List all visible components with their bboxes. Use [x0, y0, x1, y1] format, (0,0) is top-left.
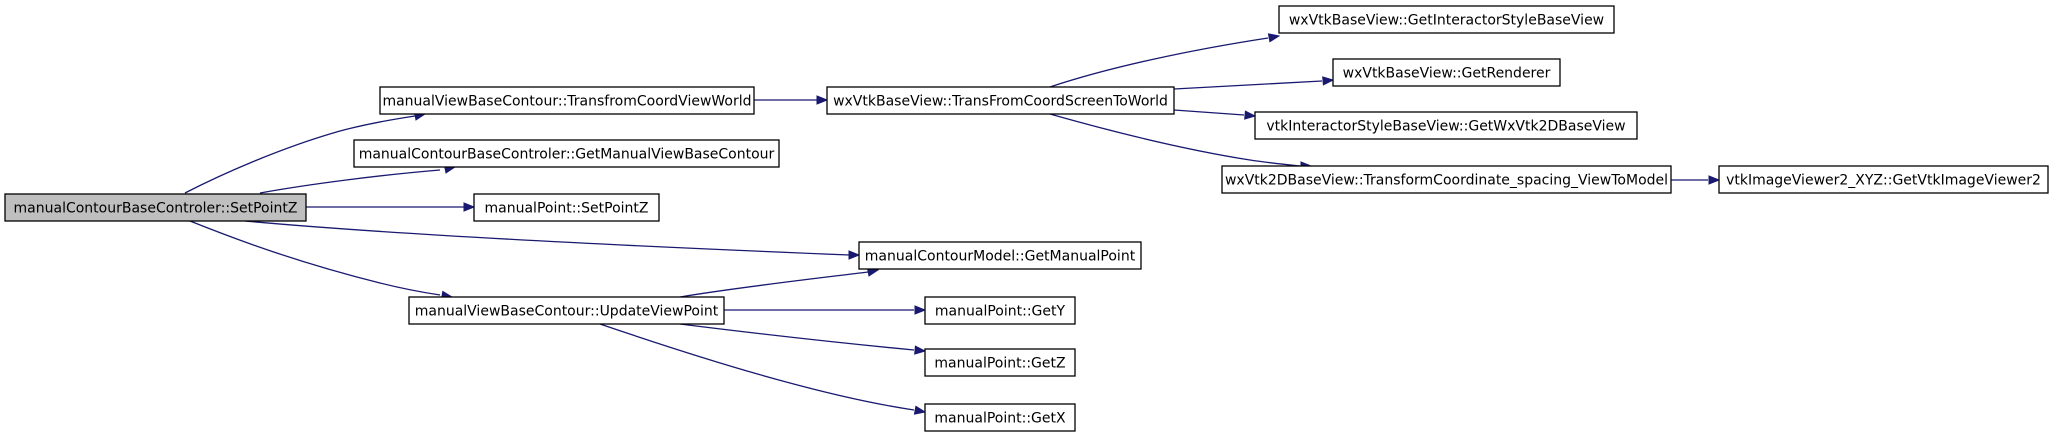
- edge-line: [1173, 80, 1323, 90]
- edge-setpointz-to-getmanualviewbasecontour: [259, 164, 457, 194]
- edge-updateviewpoint-to-getz: [679, 323, 927, 355]
- node-transformcoordinate-label: wxVtk2DBaseView::TransformCoordinate_spa…: [1225, 173, 1668, 189]
- arrowhead-icon: [816, 95, 829, 105]
- node-manualpoint-setpointz[interactable]: manualPoint::SetPointZ: [473, 193, 660, 222]
- node-getwxvtk2dbaseview[interactable]: vtkInteractorStyleBaseView::GetWxVtk2DBa…: [1254, 111, 1638, 140]
- arrowhead-icon: [1322, 76, 1335, 86]
- node-transfromcoordviewworld-label: manualViewBaseContour::TransfromCoordVie…: [382, 94, 751, 110]
- edge-transfromcoordscreentoworld-to-getrenderer: [1173, 76, 1335, 90]
- edge-setpointz-to-manualpoint-setpointz: [306, 202, 476, 212]
- node-transfromcoordscreentoworld-label: wxVtkBaseView::TransFromCoordScreenToWor…: [833, 94, 1168, 110]
- node-getmanualviewbasecontour[interactable]: manualContourBaseControler::GetManualVie…: [353, 139, 780, 168]
- edge-line: [599, 323, 915, 411]
- node-getvtkimageviewer2[interactable]: vtkImageViewer2_XYZ::GetVtkImageViewer2: [1718, 165, 2049, 194]
- node-manualpoint-setpointz-label: manualPoint::SetPointZ: [485, 201, 649, 217]
- arrowhead-icon: [848, 250, 861, 260]
- edge-line: [184, 115, 416, 194]
- node-getrenderer-label: wxVtkBaseView::GetRenderer: [1343, 66, 1551, 82]
- edge-updateviewpoint-to-getx: [599, 323, 927, 415]
- node-transfromcoordscreentoworld[interactable]: wxVtkBaseView::TransFromCoordScreenToWor…: [826, 86, 1175, 115]
- node-getinteractorstylebaseview-label: wxVtkBaseView::GetInteractorStyleBaseVie…: [1289, 13, 1604, 29]
- node-getvtkimageviewer2-label: vtkImageViewer2_XYZ::GetVtkImageViewer2: [1726, 173, 2041, 189]
- edge-line: [1173, 109, 1245, 116]
- edge-updateviewpoint-to-gety: [724, 305, 927, 315]
- node-gety-label: manualPoint::GetY: [935, 304, 1066, 320]
- edge-line: [1049, 37, 1269, 88]
- nodes-layer: manualContourBaseControler::SetPointZ ma…: [4, 5, 2049, 432]
- edge-line: [189, 220, 441, 296]
- edge-updateviewpoint-to-getmanualpoint: [679, 267, 880, 298]
- arrowhead-icon: [914, 305, 927, 315]
- edge-line: [259, 169, 441, 194]
- edge-transfromcoordscreentoworld-to-getinteractorstylebaseview: [1049, 33, 1281, 88]
- node-getrenderer[interactable]: wxVtkBaseView::GetRenderer: [1332, 58, 1561, 87]
- arrowhead-icon: [463, 202, 476, 212]
- edge-transfromcoordscreentoworld-to-getwxvtk2dbaseview: [1173, 109, 1257, 120]
- arrowhead-icon: [914, 345, 927, 355]
- edge-line: [244, 220, 851, 256]
- edge-setpointz-to-getmanualpoint: [244, 220, 861, 260]
- node-updateviewpoint[interactable]: manualViewBaseContour::UpdateViewPoint: [408, 296, 725, 325]
- edge-transformcoordinate-to-getvtkimageviewer2: [1671, 175, 1721, 185]
- edges-layer: [184, 33, 1721, 415]
- node-transfromcoordviewworld[interactable]: manualViewBaseContour::TransfromCoordVie…: [379, 86, 755, 115]
- node-getz[interactable]: manualPoint::GetZ: [924, 348, 1076, 377]
- edge-line: [1049, 113, 1301, 167]
- node-getmanualpoint[interactable]: manualContourModel::GetManualPoint: [858, 241, 1142, 270]
- node-getmanualpoint-label: manualContourModel::GetManualPoint: [865, 249, 1136, 265]
- node-getmanualviewbasecontour-label: manualContourBaseControler::GetManualVie…: [359, 147, 775, 163]
- edge-transfromcoordviewworld-to-transfromcoordscreentoworld: [754, 95, 829, 105]
- edge-line: [679, 271, 869, 298]
- node-setpointz-label: manualContourBaseControler::SetPointZ: [14, 201, 298, 217]
- node-gety[interactable]: manualPoint::GetY: [924, 296, 1076, 325]
- edge-line: [679, 323, 915, 351]
- arrowhead-icon: [1244, 110, 1257, 120]
- node-setpointz[interactable]: manualContourBaseControler::SetPointZ: [4, 193, 307, 222]
- node-getwxvtk2dbaseview-label: vtkInteractorStyleBaseView::GetWxVtk2DBa…: [1266, 119, 1625, 135]
- arrowhead-icon: [1708, 175, 1721, 185]
- arrowhead-icon: [913, 405, 927, 415]
- node-getx[interactable]: manualPoint::GetX: [924, 403, 1076, 432]
- node-getz-label: manualPoint::GetZ: [934, 356, 1065, 372]
- node-getinteractorstylebaseview[interactable]: wxVtkBaseView::GetInteractorStyleBaseVie…: [1278, 5, 1615, 34]
- arrowhead-icon: [1267, 33, 1281, 43]
- node-getx-label: manualPoint::GetX: [934, 411, 1066, 427]
- edge-setpointz-to-updateviewpoint: [189, 220, 454, 300]
- node-transformcoordinate[interactable]: wxVtk2DBaseView::TransformCoordinate_spa…: [1221, 165, 1672, 194]
- node-updateviewpoint-label: manualViewBaseContour::UpdateViewPoint: [415, 304, 719, 320]
